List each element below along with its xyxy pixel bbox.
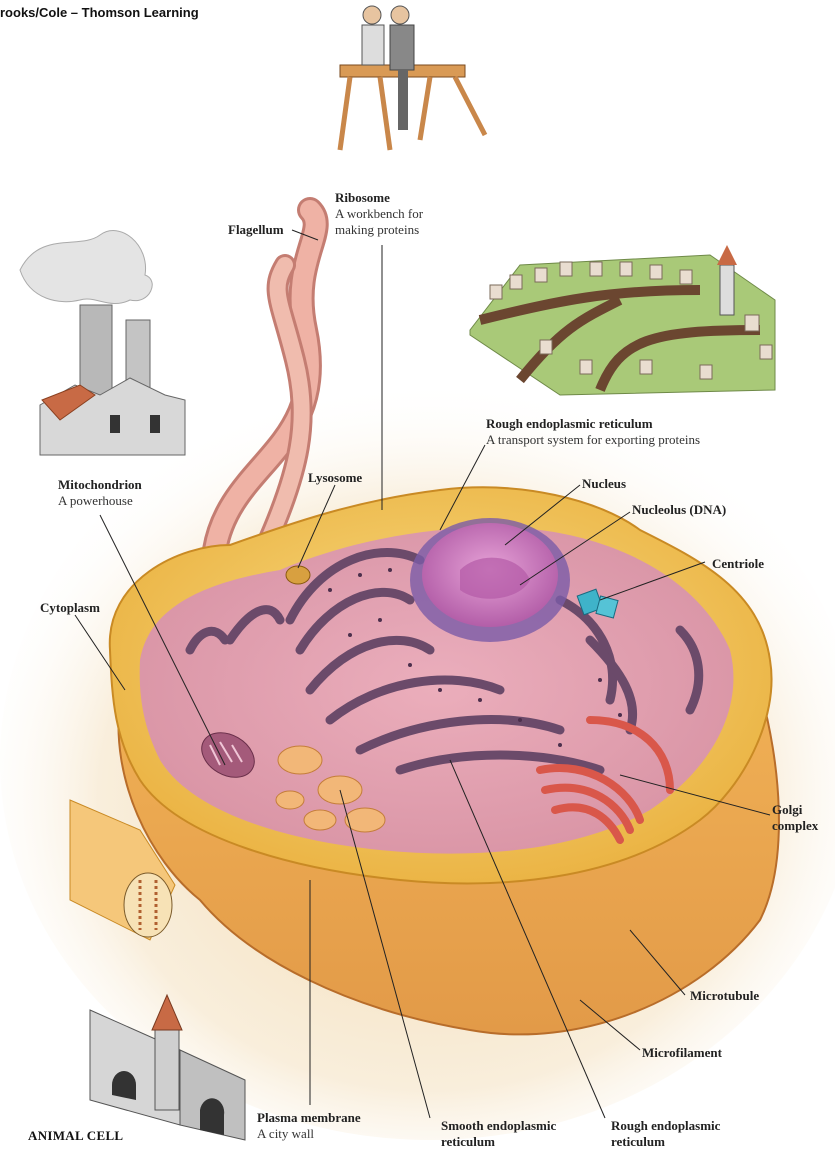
label-plasma-membrane-desc: A city wall xyxy=(257,1126,361,1142)
label-microfilament-title: Microfilament xyxy=(642,1045,722,1061)
label-rough-er-bottom: Rough endoplasmic reticulum xyxy=(611,1118,720,1150)
label-flagellum-title: Flagellum xyxy=(228,222,284,238)
label-ribosome-title: Ribosome xyxy=(335,190,423,206)
label-golgi-title1: Golgi xyxy=(772,802,818,818)
factory-illustration xyxy=(20,231,185,455)
label-golgi-title2: complex xyxy=(772,818,818,834)
label-cytoplasm: Cytoplasm xyxy=(40,600,100,616)
label-microfilament: Microfilament xyxy=(642,1045,722,1061)
label-nucleus: Nucleus xyxy=(582,476,626,492)
label-nucleus-title: Nucleus xyxy=(582,476,626,492)
label-golgi: Golgi complex xyxy=(772,802,818,834)
label-smooth-er-title2: reticulum xyxy=(441,1134,556,1150)
label-ribosome: Ribosome A workbench for making proteins xyxy=(335,190,423,238)
label-mitochondrion-desc: A powerhouse xyxy=(58,493,142,509)
label-centriole: Centriole xyxy=(712,556,764,572)
label-nucleolus-title: Nucleolus (DNA) xyxy=(632,502,726,518)
label-lysosome: Lysosome xyxy=(308,470,362,486)
label-microtubule-title: Microtubule xyxy=(690,988,759,1004)
label-smooth-er: Smooth endoplasmic reticulum xyxy=(441,1118,556,1150)
label-lysosome-title: Lysosome xyxy=(308,470,362,486)
label-nucleolus: Nucleolus (DNA) xyxy=(632,502,726,518)
carpenters-illustration xyxy=(340,6,485,150)
label-mitochondrion: Mitochondrion A powerhouse xyxy=(58,477,142,509)
label-rough-er-bottom-title2: reticulum xyxy=(611,1134,720,1150)
label-mitochondrion-title: Mitochondrion xyxy=(58,477,142,493)
label-centriole-title: Centriole xyxy=(712,556,764,572)
publisher-credit: rooks/Cole – Thomson Learning xyxy=(0,5,199,20)
label-plasma-membrane: Plasma membrane A city wall xyxy=(257,1110,361,1142)
label-ribosome-desc1: A workbench for xyxy=(335,206,423,222)
label-rough-er-top: Rough endoplasmic reticulum A transport … xyxy=(486,416,700,448)
label-rough-er-bottom-title1: Rough endoplasmic xyxy=(611,1118,720,1134)
label-plasma-membrane-title: Plasma membrane xyxy=(257,1110,361,1126)
label-smooth-er-title1: Smooth endoplasmic xyxy=(441,1118,556,1134)
diagram-caption: ANIMAL CELL xyxy=(28,1128,123,1144)
label-flagellum: Flagellum xyxy=(228,222,284,238)
label-ribosome-desc2: making proteins xyxy=(335,222,423,238)
label-microtubule: Microtubule xyxy=(690,988,759,1004)
label-rough-er-top-title: Rough endoplasmic reticulum xyxy=(486,416,700,432)
nucleus-illustration xyxy=(410,518,570,642)
town-illustration xyxy=(470,245,775,395)
label-cytoplasm-title: Cytoplasm xyxy=(40,600,100,616)
lysosome-illustration xyxy=(286,566,310,584)
label-rough-er-top-desc: A transport system for exporting protein… xyxy=(486,432,700,448)
